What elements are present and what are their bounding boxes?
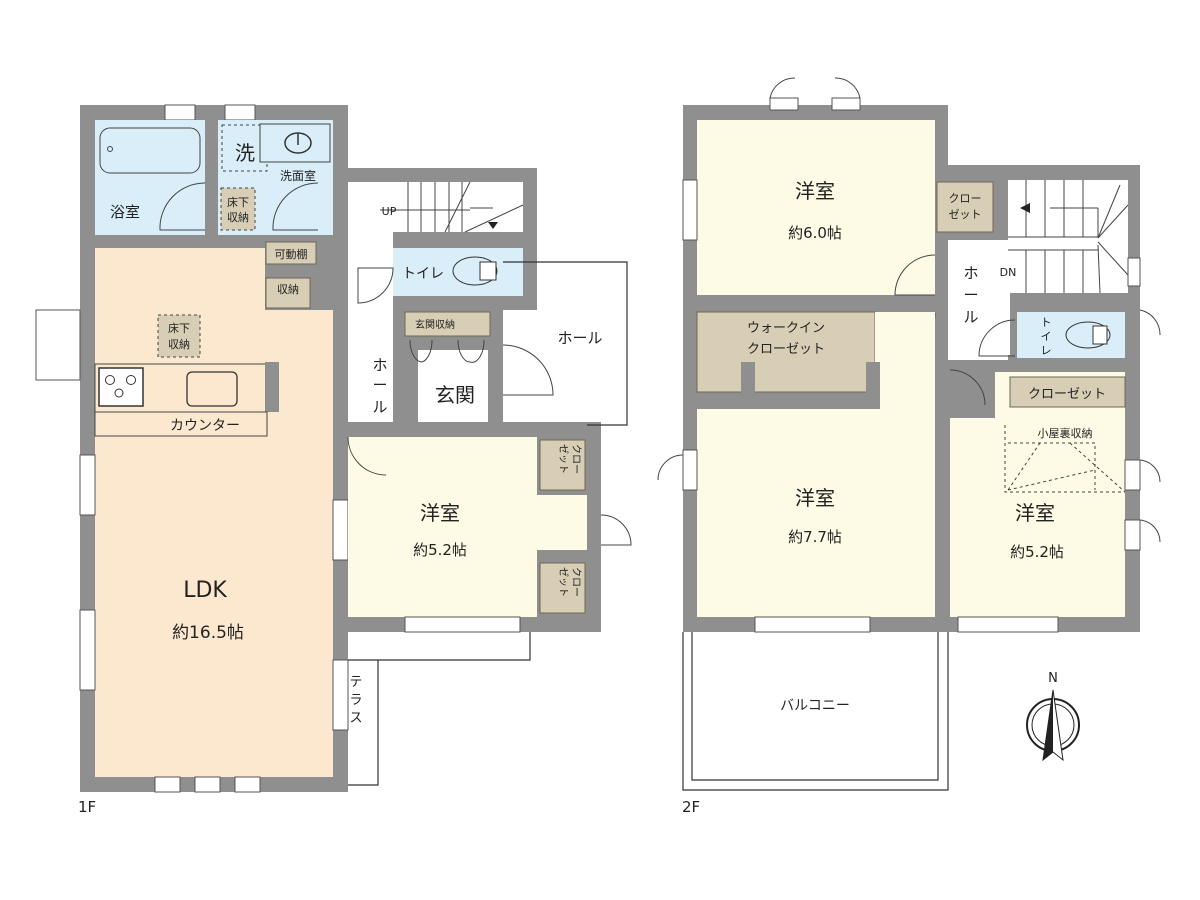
wic-label: クローゼット bbox=[747, 342, 825, 357]
underfloor-storage-2 bbox=[157, 314, 201, 358]
hall-label: ホ bbox=[963, 264, 978, 282]
balcony-label: バルコニー bbox=[780, 698, 850, 714]
hall-right-label: ホール bbox=[557, 329, 602, 347]
washer-label: 洗 bbox=[235, 141, 255, 165]
floor-2: 洋室 約6.0帖 クロー ゼット DN ホ ー ル ト イ レ bbox=[657, 77, 1161, 816]
terrace-label: テ bbox=[349, 675, 362, 690]
floor-1-label: 1F bbox=[78, 798, 96, 816]
balcony bbox=[682, 632, 949, 791]
toilet-label: イ bbox=[1041, 330, 1052, 343]
storage-label: 収納 bbox=[277, 283, 299, 296]
underfloor-storage-label: 床下 bbox=[168, 321, 190, 335]
stairs bbox=[380, 181, 524, 233]
underfloor-storage-label: 収納 bbox=[168, 338, 190, 351]
room-b-size: 約7.7帖 bbox=[788, 528, 842, 546]
entrance-storage-label: 玄関収納 bbox=[415, 318, 455, 331]
room-c-size: 約5.2帖 bbox=[1010, 543, 1064, 561]
toilet-icon bbox=[452, 256, 498, 286]
western-room-1f bbox=[348, 437, 587, 617]
stove-icon bbox=[98, 367, 144, 407]
wic-label: ウォークイン bbox=[747, 321, 825, 336]
hall-label: ホ bbox=[372, 356, 387, 374]
terrace bbox=[348, 632, 531, 786]
counter-label: カウンター bbox=[170, 418, 240, 434]
toilet-label: ト bbox=[1041, 316, 1052, 329]
western-room-1f-name: 洋室 bbox=[420, 501, 460, 525]
bathroom-label: 浴室 bbox=[110, 203, 140, 221]
kitchen-sink-icon bbox=[186, 371, 238, 407]
closet-label: クロー bbox=[570, 444, 582, 474]
entrance-label: 玄関 bbox=[435, 383, 475, 407]
bathtub bbox=[99, 127, 201, 174]
toilet-icon bbox=[1065, 321, 1111, 349]
attic-storage-label: 小屋裏収納 bbox=[1038, 426, 1093, 440]
room-c-name: 洋室 bbox=[1015, 501, 1055, 525]
underfloor-storage-1 bbox=[220, 187, 256, 231]
compass-north-label: N bbox=[1048, 671, 1058, 686]
hall-label: ル bbox=[963, 308, 978, 326]
compass: N bbox=[1026, 671, 1080, 762]
toilet-room-2f bbox=[1017, 312, 1125, 358]
closet-label: クローゼット bbox=[1028, 387, 1106, 402]
toilet-room bbox=[393, 248, 523, 296]
underfloor-storage-label: 収納 bbox=[227, 211, 249, 224]
floor-1: 洗 洗面室 浴室 床下 収納 可動棚 収納 床下 収納 カウンター LDK 約1… bbox=[35, 104, 632, 816]
western-room-b bbox=[697, 409, 935, 617]
room-b-name: 洋室 bbox=[795, 486, 835, 510]
closet-label: ゼット bbox=[557, 444, 569, 474]
hall-label: ー bbox=[372, 376, 387, 394]
closet-label: ゼット bbox=[949, 208, 982, 221]
underfloor-storage-label: 床下 bbox=[227, 195, 249, 209]
toilet-label: トイレ bbox=[402, 266, 444, 282]
closet-label: ゼット bbox=[557, 567, 569, 597]
western-room-1f-size: 約5.2帖 bbox=[413, 541, 467, 559]
room-a-size: 約6.0帖 bbox=[788, 224, 842, 242]
western-room-a bbox=[697, 120, 935, 295]
bathroom bbox=[95, 120, 205, 235]
room-a-name: 洋室 bbox=[795, 179, 835, 203]
entrance bbox=[418, 350, 488, 422]
closet-label: クロー bbox=[949, 192, 982, 205]
floor-2-label: 2F bbox=[682, 798, 700, 816]
western-room-c bbox=[950, 418, 1125, 617]
ldk-size: 約16.5帖 bbox=[172, 623, 244, 643]
terrace-label: ラ bbox=[349, 693, 362, 708]
stairs-down-label: DN bbox=[1000, 266, 1017, 279]
ldk-room bbox=[95, 248, 333, 777]
washroom-label: 洗面室 bbox=[280, 168, 316, 183]
movable-shelf-label: 可動棚 bbox=[275, 247, 308, 261]
hall-label: ル bbox=[372, 398, 387, 416]
hall-label: ー bbox=[963, 286, 978, 304]
terrace-label: ス bbox=[349, 711, 362, 726]
toilet-label: レ bbox=[1041, 344, 1052, 357]
stairs-up-label: UP bbox=[382, 205, 397, 218]
closet-label: クロー bbox=[570, 567, 582, 597]
ldk-name: LDK bbox=[183, 578, 227, 603]
walk-in-closet bbox=[696, 311, 876, 393]
